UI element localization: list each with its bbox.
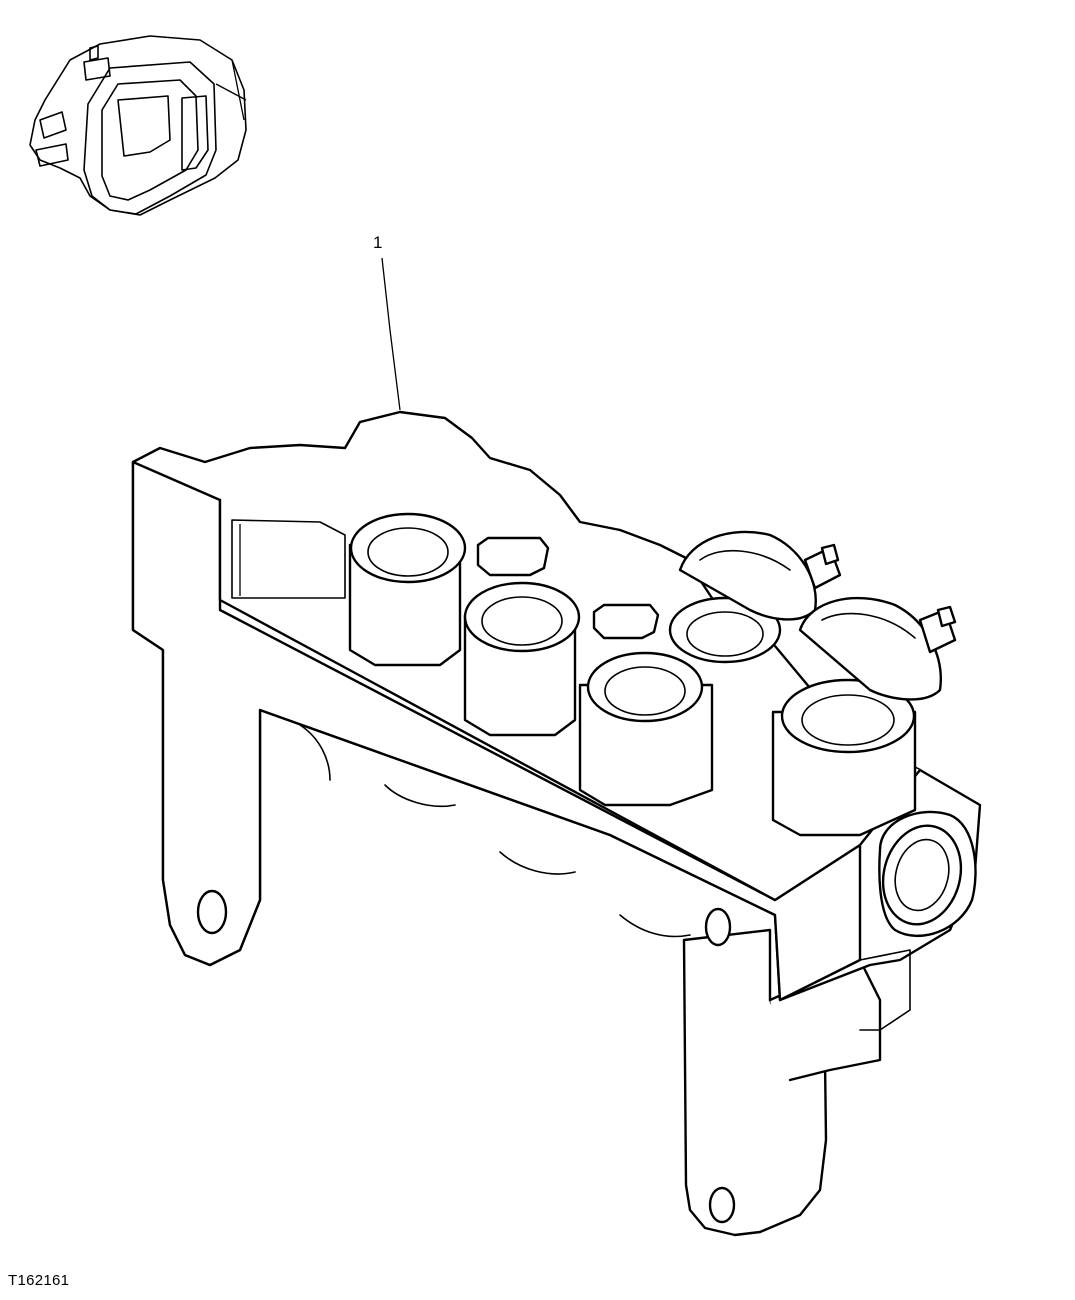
side-port [878,810,977,938]
port-boss [348,512,467,667]
excavator-cab-locator-icon [29,35,247,216]
port-boss [578,651,714,807]
figure-id-label: T162161 [8,1272,70,1289]
port-boss [771,678,917,837]
callout-leader-line [381,257,401,411]
solenoid-cartridge [678,530,842,621]
port-boss [668,596,782,664]
callout-number-1: 1 [373,233,383,252]
port-boss [463,581,581,737]
solenoid-cartridge [798,597,957,701]
control-valve-manifold [131,410,982,1237]
